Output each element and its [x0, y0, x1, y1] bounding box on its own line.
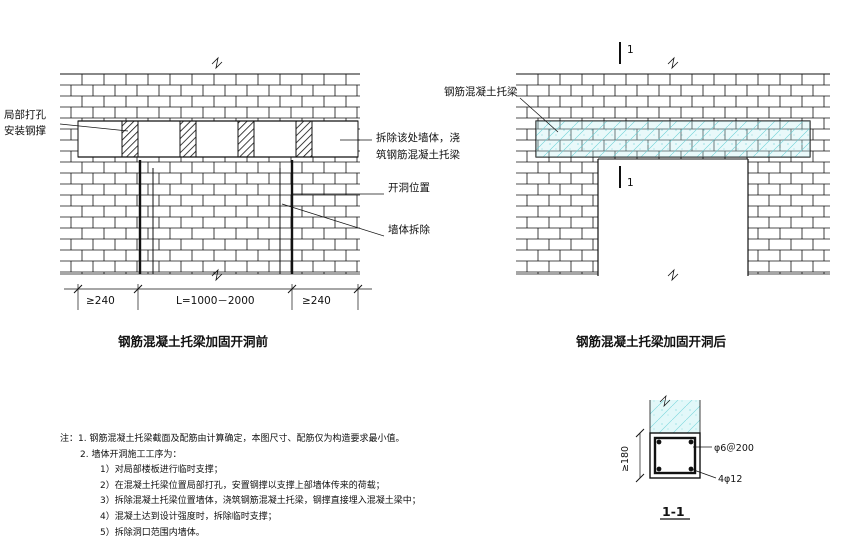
section-mark-bottom: 1 [619, 166, 634, 189]
section-height-dim: ≥180 [620, 446, 631, 472]
right-caption: 钢筋混凝土托梁加固开洞后 [576, 334, 727, 349]
section-title: 1-1 [662, 504, 685, 519]
note-step: 2）在混凝土托梁位置局部打孔，安置钢撑以支撑上部墙体传来的荷载； [100, 480, 385, 491]
break-mark-bottom-left [211, 268, 223, 282]
steel-brace-3 [237, 120, 255, 158]
note-line-2: 2. 墙体开洞施工工序为： [80, 449, 182, 460]
dim-left: ≥240 [86, 295, 115, 307]
svg-text:拆除该处墙体，浇: 拆除该处墙体，浇 [376, 131, 460, 144]
label-local-hole: 局部打孔 安装钢撑 [4, 108, 129, 137]
svg-text:1: 1 [627, 177, 634, 189]
section-mark-top: 1 [619, 42, 634, 64]
dim-right: ≥240 [302, 295, 331, 307]
label-wall-demolish: 墙体拆除 [281, 203, 430, 237]
dim-middle: L=1000－2000 [176, 295, 255, 307]
break-mark-top-left [211, 56, 223, 70]
label-rc-beam: 钢筋混凝土托梁 [444, 85, 559, 133]
break-mark-bottom-right [667, 268, 679, 282]
left-brick-wall [60, 73, 360, 275]
left-dimension: ≥240 L=1000－2000 ≥240 [64, 284, 372, 310]
note-step: 4）混凝土达到设计强度时，拆除临时支撑； [100, 511, 277, 522]
left-caption: 钢筋混凝土托梁加固开洞前 [118, 334, 269, 349]
note-step: 5）拆除洞口范围内墙体。 [100, 527, 205, 538]
rc-beam [535, 120, 811, 158]
stirrup-label: φ6＠200 [714, 443, 754, 454]
svg-text:开洞位置: 开洞位置 [388, 181, 430, 194]
break-mark-top-right [667, 56, 679, 70]
stirrup [653, 436, 697, 475]
svg-text:筑钢筋混凝土托梁: 筑钢筋混凝土托梁 [376, 148, 460, 161]
label-remove-wall: 拆除该处墙体，浇 筑钢筋混凝土托梁 [340, 131, 460, 161]
bars-label: 4φ12 [718, 474, 742, 485]
svg-text:局部打孔: 局部打孔 [4, 108, 46, 121]
svg-text:钢筋混凝土托梁: 钢筋混凝土托梁 [444, 85, 518, 98]
wall-opening [598, 159, 748, 276]
svg-text:1: 1 [627, 44, 634, 56]
steel-brace-2 [179, 120, 197, 158]
note-step: 3）拆除混凝土托梁位置墙体，浇筑钢筋混凝土托梁，钢撑直接埋入混凝土梁中； [100, 496, 421, 507]
svg-text:安装钢撑: 安装钢撑 [4, 124, 46, 137]
label-opening-position: 开洞位置 [292, 181, 430, 195]
left-hole-row [77, 120, 359, 158]
svg-text:墙体拆除: 墙体拆除 [388, 223, 430, 236]
steel-brace-1 [121, 120, 139, 158]
beam-section [649, 432, 701, 479]
section-1-1: ≥180 φ6＠200 4φ12 1-1 [620, 394, 754, 520]
note-step: 1）对局部楼板进行临时支撑； [100, 465, 223, 476]
steel-brace-4 [295, 120, 313, 158]
note-line-1: 注：1. 钢筋混凝土托梁截面及配筋由计算确定，本图尺寸、配筋仅为构造要求最小值。 [60, 434, 405, 444]
construction-notes: 注：1. 钢筋混凝土托梁截面及配筋由计算确定，本图尺寸、配筋仅为构造要求最小值。… [60, 432, 600, 541]
